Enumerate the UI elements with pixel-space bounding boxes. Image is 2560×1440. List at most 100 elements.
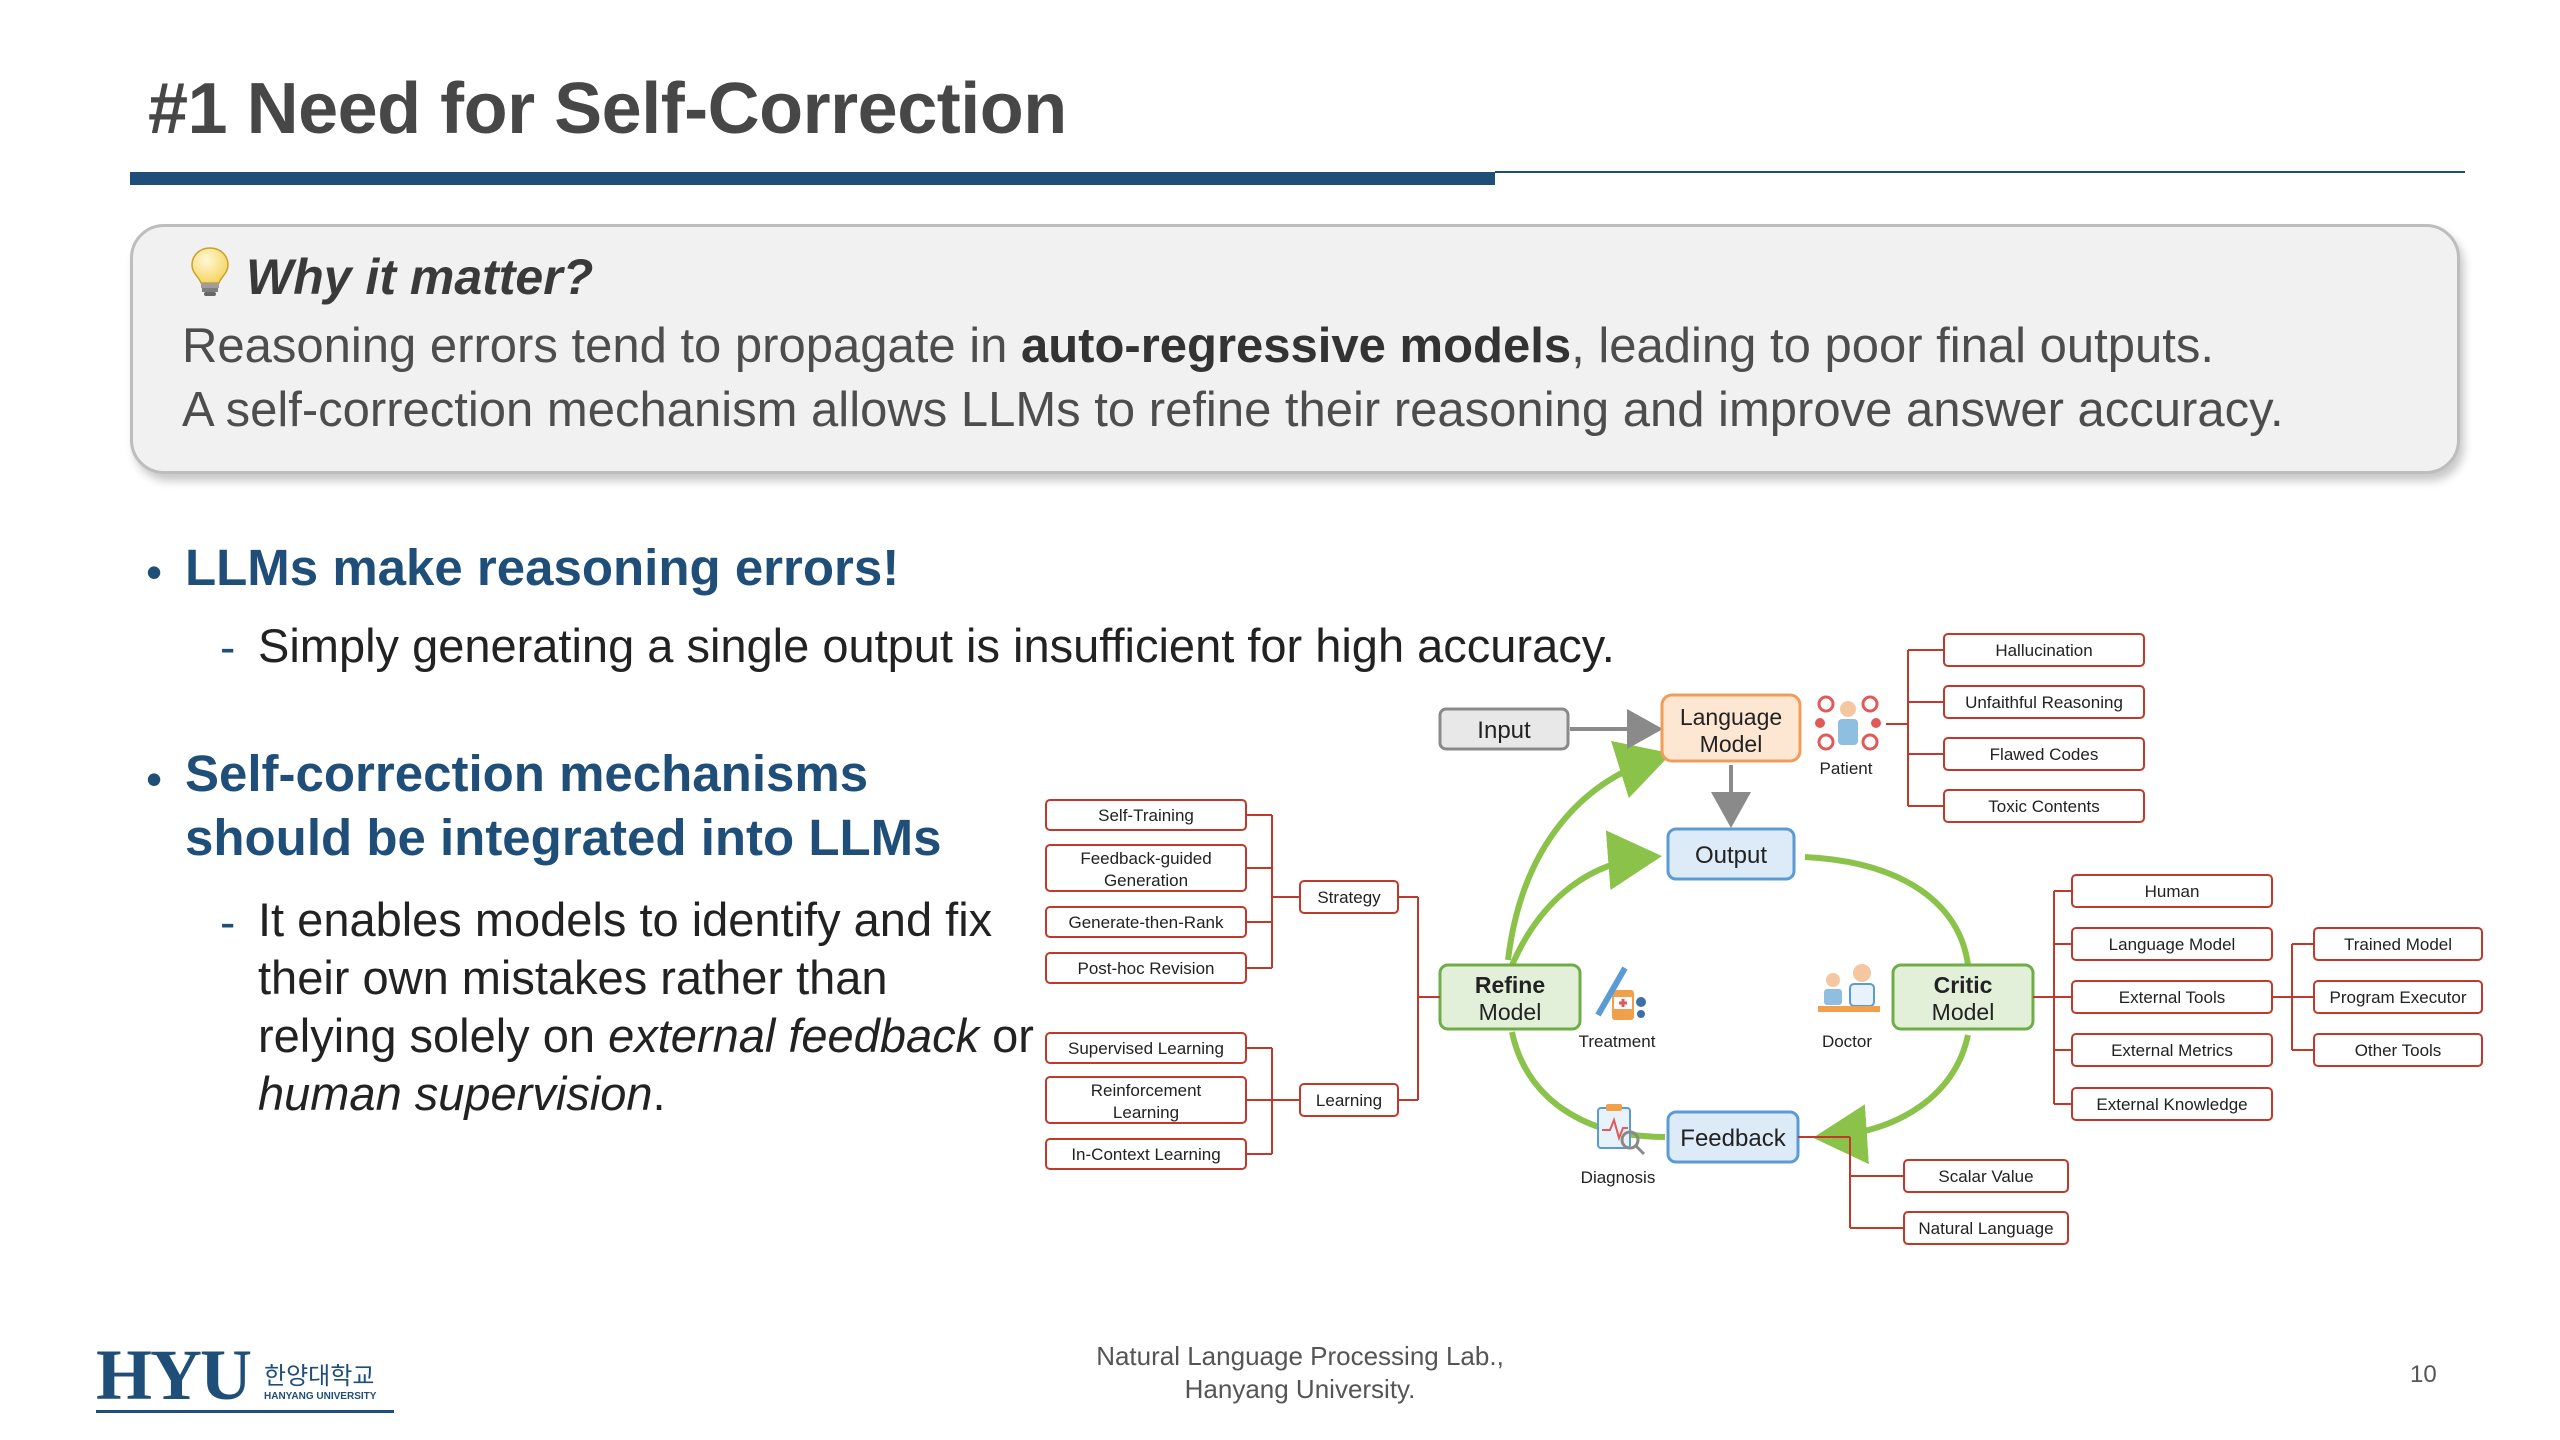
arrow-critic-to-feedback — [1813, 1034, 1971, 1165]
tool-type-box — [2313, 980, 2483, 1014]
strategy-item-label: Self-Training — [1098, 806, 1194, 825]
output-node-label: Output — [1695, 842, 1767, 869]
error-type-box — [1943, 737, 2145, 771]
critic-source-label: External Tools — [2119, 988, 2225, 1007]
bullet-1: LLMs make reasoning errors! — [185, 539, 900, 596]
diagnosis-label: Diagnosis — [1581, 1168, 1656, 1187]
strategy-box — [1299, 880, 1399, 914]
language-model-label-2: Model — [1700, 731, 1763, 757]
logo-underline — [96, 1410, 394, 1413]
hyu-logo-sub: HANYANG UNIVERSITY — [264, 1391, 377, 1402]
strategy-item-box — [1045, 844, 1247, 892]
critic-source-label: Human — [2145, 882, 2200, 901]
critic-source-label: Language Model — [2109, 935, 2236, 954]
strategy-label: Strategy — [1317, 888, 1381, 907]
critic-model-label-1: Critic — [1934, 972, 1993, 998]
feedback-node-label: Feedback — [1680, 1125, 1786, 1152]
bullet-2-sub-line-2: their own mistakes rather than — [258, 951, 888, 1004]
doctor-icon — [1818, 964, 1880, 1012]
tool-type-label: Trained Model — [2344, 935, 2452, 954]
footer-line-2: Hanyang University. — [1184, 1374, 1416, 1404]
learning-item-box — [1045, 1032, 1247, 1064]
learning-label: Learning — [1316, 1091, 1382, 1110]
footer-line-1: Natural Language Processing Lab., — [1096, 1341, 1504, 1371]
critic-source-box — [2071, 1087, 2273, 1121]
callout-line-2: A self-correction mechanism allows LLMs … — [182, 383, 2284, 437]
sub-text: . — [652, 1067, 666, 1120]
sub-italic: human supervision — [258, 1067, 653, 1120]
bullet-2-sub-line-3: relying solely on external feedback or — [258, 1008, 1034, 1063]
bullet-dot: • — [146, 753, 163, 805]
bullet-1-sub: Simply generating a single output is ins… — [258, 619, 1615, 672]
strategy-item-label: Post-hoc Revision — [1077, 959, 1214, 978]
critic-source-box — [2071, 927, 2273, 961]
title-underline-thin — [1495, 171, 2465, 173]
tool-type-box — [2313, 927, 2483, 961]
arrow-refine-to-language-model — [1505, 740, 1672, 961]
error-type-label: Unfaithful Reasoning — [1965, 693, 2123, 712]
callout-line-1-pre: Reasoning errors tend to propagate in — [182, 319, 1021, 373]
patient-icon — [1815, 695, 1881, 751]
bullet-dot: • — [146, 546, 163, 598]
output-node — [1666, 827, 1796, 881]
feedback-format-label: Scalar Value — [1938, 1167, 2033, 1186]
strategy-item-label: Generate-then-Rank — [1069, 913, 1224, 932]
treatment-icon — [1595, 966, 1646, 1020]
error-type-label: Hallucination — [1995, 641, 2092, 660]
error-type-label: Toxic Contents — [1988, 797, 2100, 816]
learning-item-box — [1045, 1076, 1247, 1124]
sub-dash: - — [220, 621, 236, 673]
error-type-box — [1943, 685, 2145, 719]
feedback-format-box — [1903, 1159, 2069, 1193]
hyu-logo: HYU 한양대학교 HANYANG UNIVERSITY — [96, 1335, 376, 1415]
strategy-item-label: Generation — [1104, 871, 1188, 890]
callout-heading-text: Why it matter? — [246, 249, 594, 305]
callout-line-1-bold: auto-regressive models — [1020, 319, 1572, 373]
hyu-logo-text: 한양대학교 HANYANG UNIVERSITY — [264, 1356, 376, 1408]
critic-source-box — [2071, 980, 2273, 1014]
sub-text: or — [979, 1009, 1034, 1062]
refine-tree-lines — [1246, 814, 1440, 1155]
sub-text: relying solely on — [258, 1009, 609, 1062]
page-title: #1 Need for Self-Correction — [148, 69, 1067, 149]
bullet-2-sub-line-1: It enables models to identify and fix — [258, 893, 993, 946]
arrow-output-to-critic — [1804, 854, 1971, 966]
hyu-logo-main: HYU — [96, 1335, 252, 1415]
learning-box — [1299, 1083, 1399, 1117]
input-node-label: Input — [1477, 717, 1531, 744]
sub-italic: external feedback — [608, 1009, 980, 1062]
critic-source-label: External Metrics — [2111, 1041, 2233, 1060]
bullet-2-sub-line-4: human supervision. — [258, 1066, 666, 1121]
language-model-label-1: Language — [1680, 704, 1782, 730]
critic-model-label-2: Model — [1932, 999, 1995, 1025]
learning-item-label: Supervised Learning — [1068, 1039, 1224, 1058]
patient-label: Patient — [1820, 759, 1873, 778]
sub-dash: - — [220, 896, 236, 948]
critic-tree-lines — [2033, 890, 2314, 1105]
footer-lab: Natural Language Processing Lab., Hanyan… — [1050, 1340, 1550, 1406]
title-underline-thick — [130, 172, 1495, 185]
feedback-format-box — [1903, 1211, 2069, 1245]
critic-source-box — [2071, 874, 2273, 908]
strategy-item-box — [1045, 799, 1247, 831]
error-tree-lines — [1886, 649, 1944, 807]
callout-line-1: Reasoning errors tend to propagate in au… — [182, 318, 2214, 374]
lightbulb-icon — [191, 247, 229, 296]
input-node — [1438, 707, 1570, 751]
refine-model-label-1: Refine — [1475, 972, 1545, 998]
learning-item-label: Reinforcement — [1091, 1081, 1202, 1100]
treatment-label: Treatment — [1579, 1032, 1656, 1051]
tool-type-box — [2313, 1033, 2483, 1067]
callout-line-1-post: , leading to poor final outputs. — [1571, 319, 2214, 373]
tool-type-label: Other Tools — [2355, 1041, 2442, 1060]
feedback-format-label: Natural Language — [1918, 1219, 2053, 1238]
strategy-item-label: Feedback-guided — [1080, 849, 1211, 868]
error-type-boxes — [1943, 633, 2145, 823]
feedback-boxes — [1903, 1159, 2069, 1245]
tool-type-label: Program Executor — [2330, 988, 2467, 1007]
refine-model-label-2: Model — [1479, 999, 1542, 1025]
arrow-refine-to-output — [1505, 830, 1662, 977]
error-type-box — [1943, 633, 2145, 667]
learning-item-label: Learning — [1113, 1103, 1179, 1122]
